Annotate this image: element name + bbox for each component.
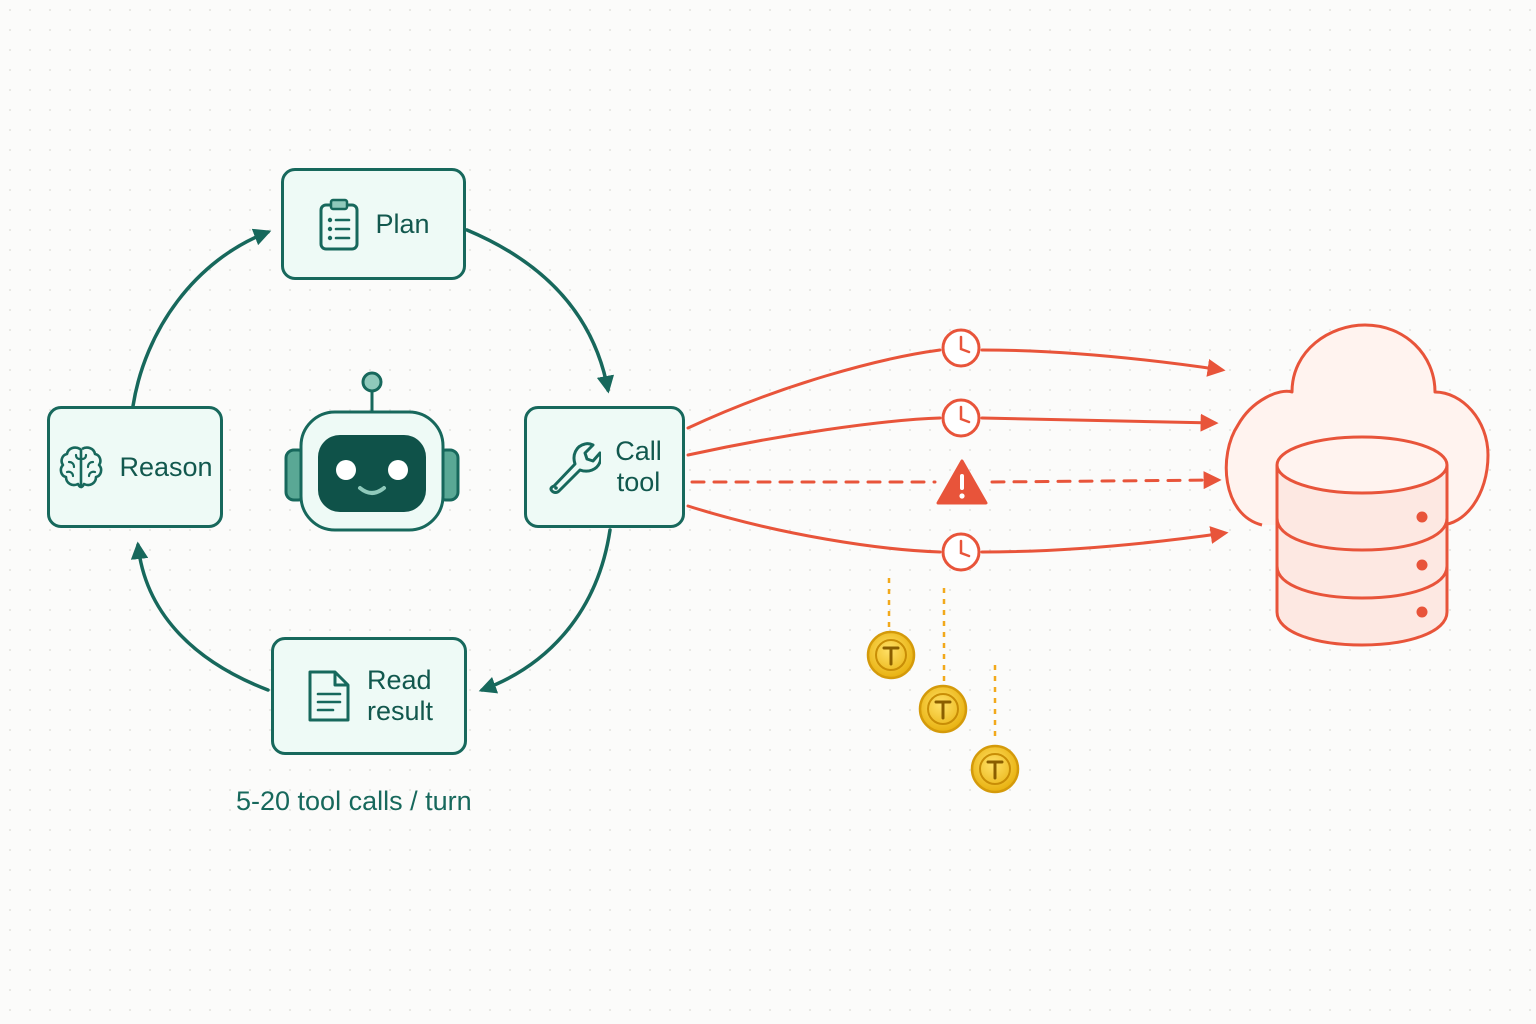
warning-icon	[936, 459, 988, 505]
cloud-database-icon	[1224, 323, 1490, 647]
read-result-label: Read result	[366, 665, 434, 726]
token-coin-icon	[970, 744, 1020, 794]
request-line-3-dashed-tail	[990, 471, 1222, 490]
plan-node: Plan	[281, 168, 466, 280]
database-icon	[1275, 465, 1449, 647]
brain-icon	[57, 443, 105, 491]
loop-caption: 5-20 tool calls / turn	[236, 786, 472, 816]
plan-label: Plan	[375, 208, 430, 239]
reason-node: Reason	[47, 406, 223, 528]
clock-icon	[941, 398, 981, 438]
request-line-1-tail	[980, 348, 1226, 377]
arrow-call-tool-to-read-result	[478, 528, 612, 694]
request-line-4	[686, 504, 942, 554]
read-result-node: Read result	[271, 637, 467, 755]
token-coin-icon	[866, 630, 916, 680]
request-line-2	[686, 416, 942, 457]
arrow-plan-to-call-tool	[465, 228, 615, 394]
robot-icon	[284, 371, 460, 532]
arrow-reason-to-plan	[131, 228, 272, 408]
request-line-1	[686, 348, 942, 430]
arrow-read-result-to-reason	[130, 541, 270, 692]
call-tool-node: Call tool	[524, 406, 685, 528]
wrench-icon	[547, 439, 602, 495]
token-drips	[887, 578, 997, 742]
call-tool-label: Call tool	[615, 436, 662, 497]
loop-arrows	[130, 228, 615, 694]
clock-icon	[941, 328, 981, 368]
clipboard-list-icon	[317, 197, 361, 251]
request-line-4-tail	[980, 526, 1229, 554]
request-lines	[686, 348, 1229, 554]
request-line-2-tail	[980, 413, 1219, 432]
document-icon	[305, 667, 353, 725]
clock-icon	[941, 532, 981, 572]
token-coin-icon	[918, 684, 968, 734]
reason-label: Reason	[119, 451, 213, 482]
